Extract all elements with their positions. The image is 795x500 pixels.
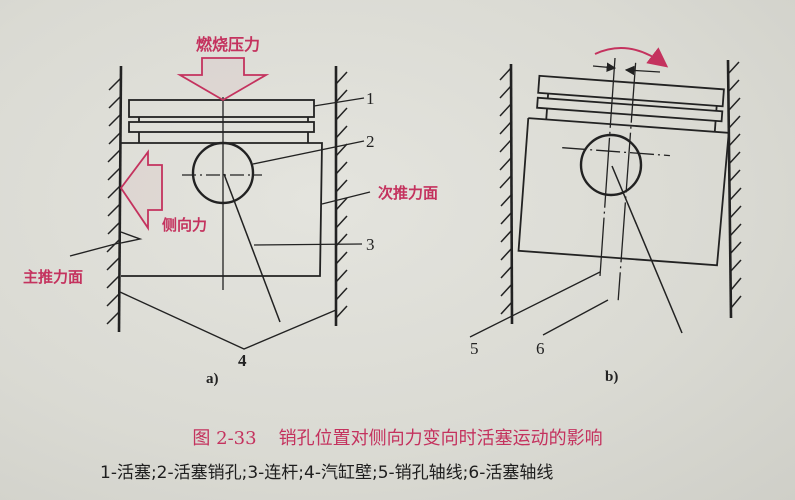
diagram-a <box>69 65 371 350</box>
diagram-a-sublabel: a) <box>206 371 219 387</box>
side-force-label: 侧向力 <box>162 216 208 234</box>
callout-1: 1 <box>366 89 375 108</box>
cylinder-wall-right-b <box>726 59 742 319</box>
pin-hole-a <box>191 141 255 205</box>
minor-thrust-face-label: 次推力面 <box>378 184 439 202</box>
callout-6: 6 <box>536 339 545 358</box>
cylinder-wall-left-a <box>106 65 123 333</box>
callout-2: 2 <box>366 132 375 151</box>
figure-title: 销孔位置对侧向力变向时活塞运动的影响 <box>278 428 603 449</box>
figure-legend: 1-活塞;2-活塞销孔;3-连杆;4-汽缸壁;5-销孔轴线;6-活塞轴线 <box>100 463 554 483</box>
pin-hole-b <box>579 133 643 197</box>
combustion-pressure-arrow <box>176 57 270 102</box>
major-thrust-face-label: 主推力面 <box>23 268 84 286</box>
cylinder-wall-left-b <box>499 63 514 325</box>
rotation-arrow <box>594 47 669 68</box>
figure-number: 图 2-33 <box>192 428 257 449</box>
diagram-b <box>469 57 742 338</box>
combustion-pressure-label: 燃烧压力 <box>196 35 261 54</box>
piston-b <box>517 62 730 301</box>
figure-caption: 图 2-33 销孔位置对侧向力变向时活塞运动的影响 <box>0 424 795 450</box>
callout-3: 3 <box>366 235 375 254</box>
connecting-rod-b <box>611 165 683 334</box>
cylinder-wall-right-a <box>334 66 348 326</box>
piston-diagram <box>69 47 742 350</box>
callout-4: 4 <box>238 351 247 370</box>
side-force-arrow <box>119 149 163 231</box>
diagram-b-sublabel: b) <box>605 369 619 385</box>
callout-5: 5 <box>470 339 479 358</box>
connecting-rod-a <box>223 173 281 323</box>
